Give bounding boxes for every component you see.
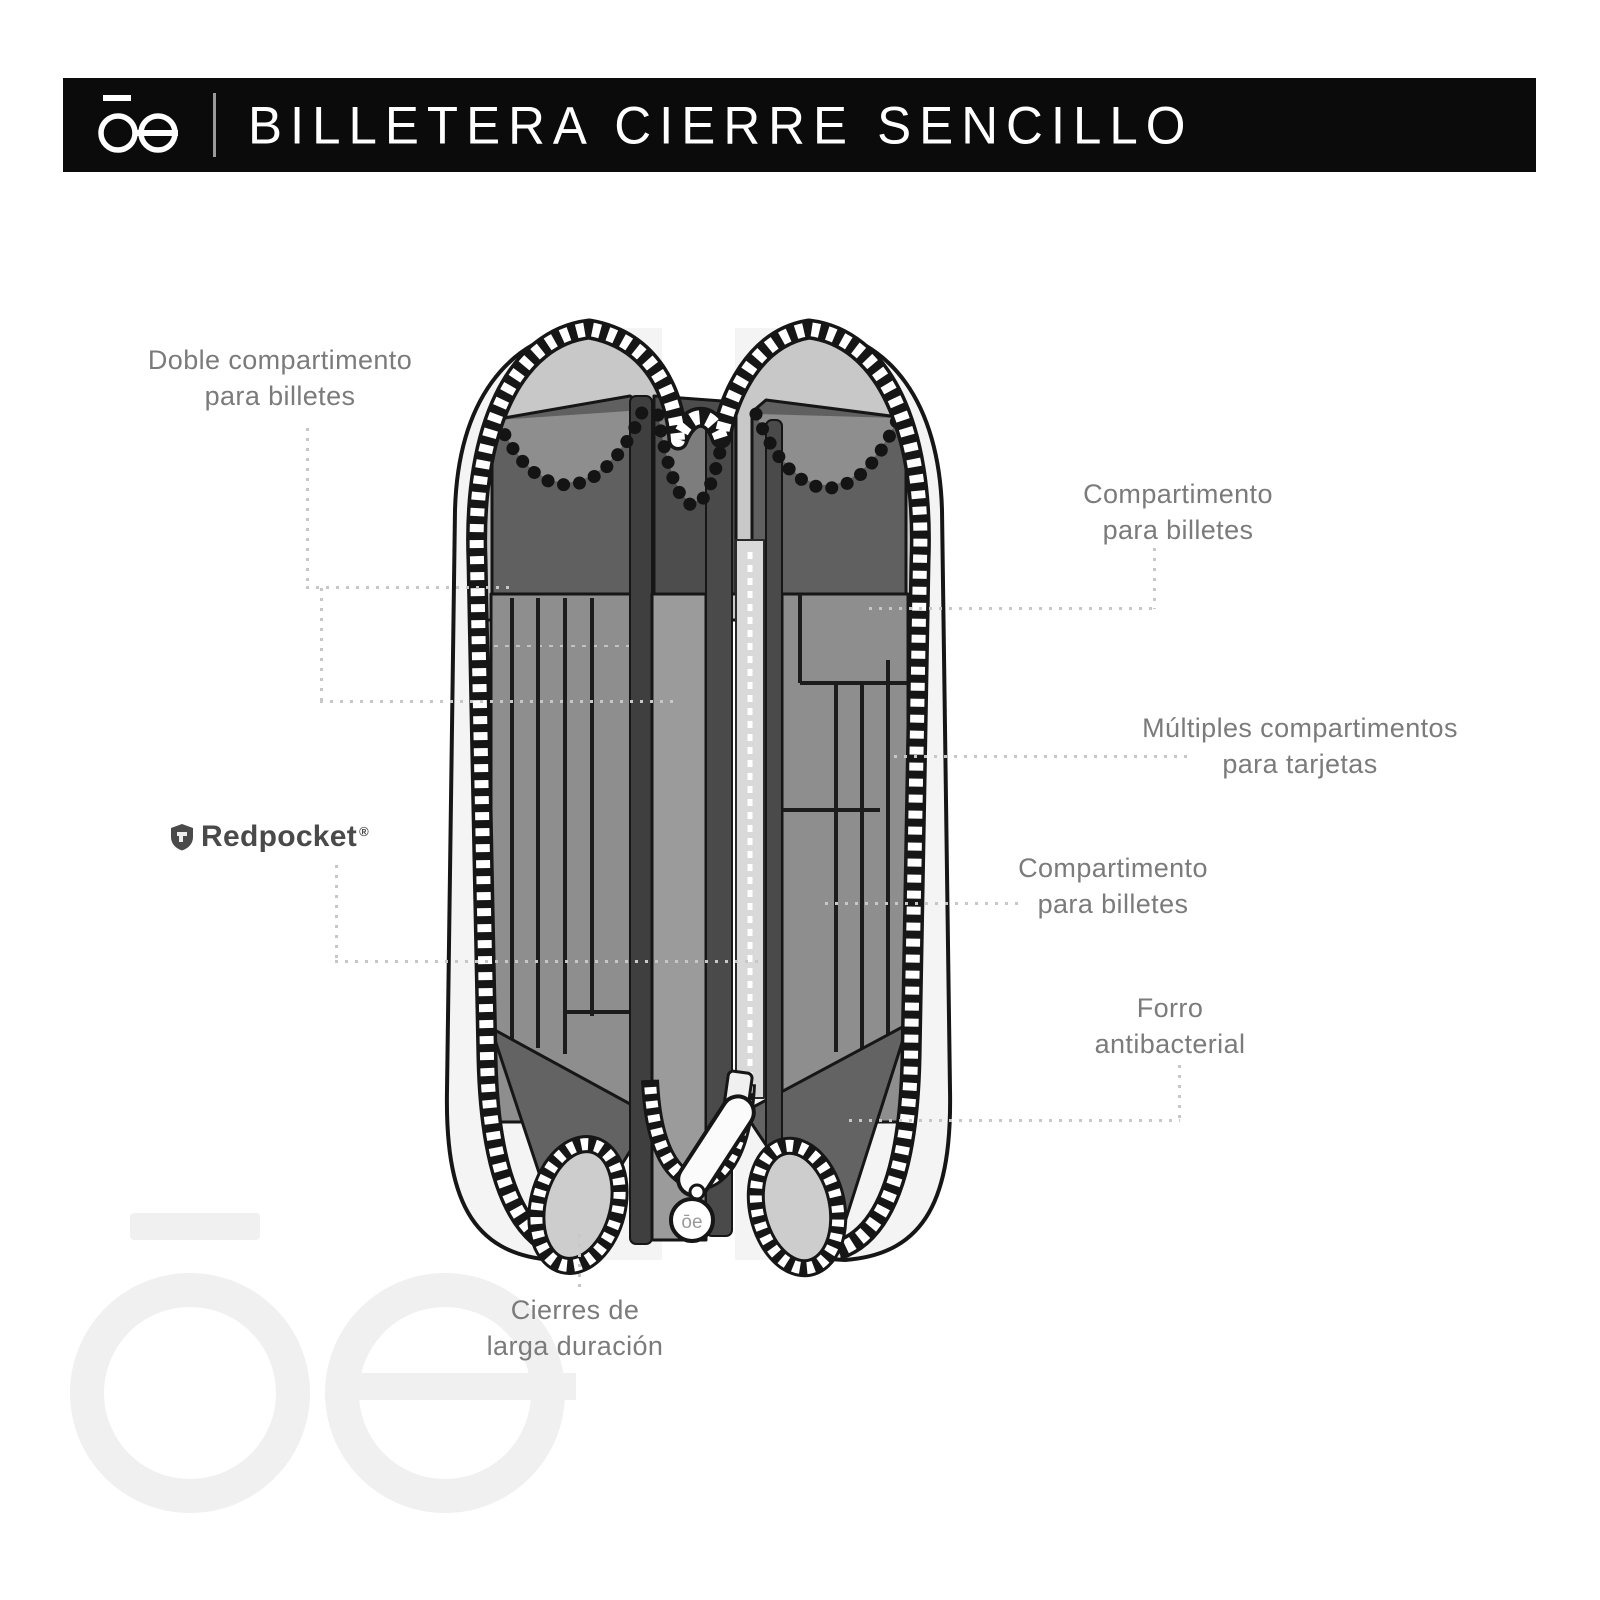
callout-cierres-larga-duracion: Cierres de larga duración xyxy=(486,1295,664,1361)
oe-logo-icon xyxy=(98,95,178,153)
zipper-pull: ōe xyxy=(669,1069,756,1243)
registered-mark: ® xyxy=(359,823,369,839)
leader-forro-horizontal xyxy=(849,1119,1180,1122)
leader-cierres-vertical xyxy=(578,1234,581,1292)
callout-compartimento-billetes-inferior: Compartimento para billetes xyxy=(1018,853,1208,919)
shield-icon xyxy=(171,824,193,851)
leader-compartimento-superior-vertical xyxy=(1153,548,1156,609)
leader-compartimento-inferior-horizontal xyxy=(825,902,1023,905)
redpocket-brand: Redpocket® xyxy=(170,820,369,854)
header-separator xyxy=(213,93,216,157)
callout-compartimento-billetes-superior: Compartimento para billetes xyxy=(1083,479,1273,545)
page-title: BILLETERA CIERRE SENCILLO xyxy=(248,95,1194,155)
callout-doble-compartimento: Doble compartimento para billetes xyxy=(147,345,413,411)
callout-forro-antibacterial: Forro antibacterial xyxy=(1094,993,1246,1059)
header-bar: ōe BILLETERA CIERRE SENCILLO xyxy=(63,78,1536,172)
redpocket-brand-name: Redpocket xyxy=(201,820,358,853)
leader-redpocket-horizontal xyxy=(335,960,759,963)
zipper-charm-text: ōe xyxy=(681,1212,702,1233)
leader-doble-vertical-2 xyxy=(320,588,323,702)
watermark-oe-logo xyxy=(70,1213,576,1513)
leader-compartimento-superior-horizontal xyxy=(869,607,1155,610)
leader-doble-horizontal-1 xyxy=(306,586,513,589)
leader-doble-horizontal-2 xyxy=(320,700,677,703)
leader-multiples-horizontal xyxy=(894,755,1192,758)
leader-doble-vertical-1 xyxy=(306,428,309,588)
oe-brand-logo: ōe xyxy=(91,87,195,163)
leader-redpocket-vertical xyxy=(335,865,338,962)
zipper-charm xyxy=(669,1197,715,1243)
callout-multiples-compartimentos: Múltiples compartimentos para tarjetas xyxy=(1142,713,1458,779)
leader-forro-vertical xyxy=(1178,1065,1181,1121)
